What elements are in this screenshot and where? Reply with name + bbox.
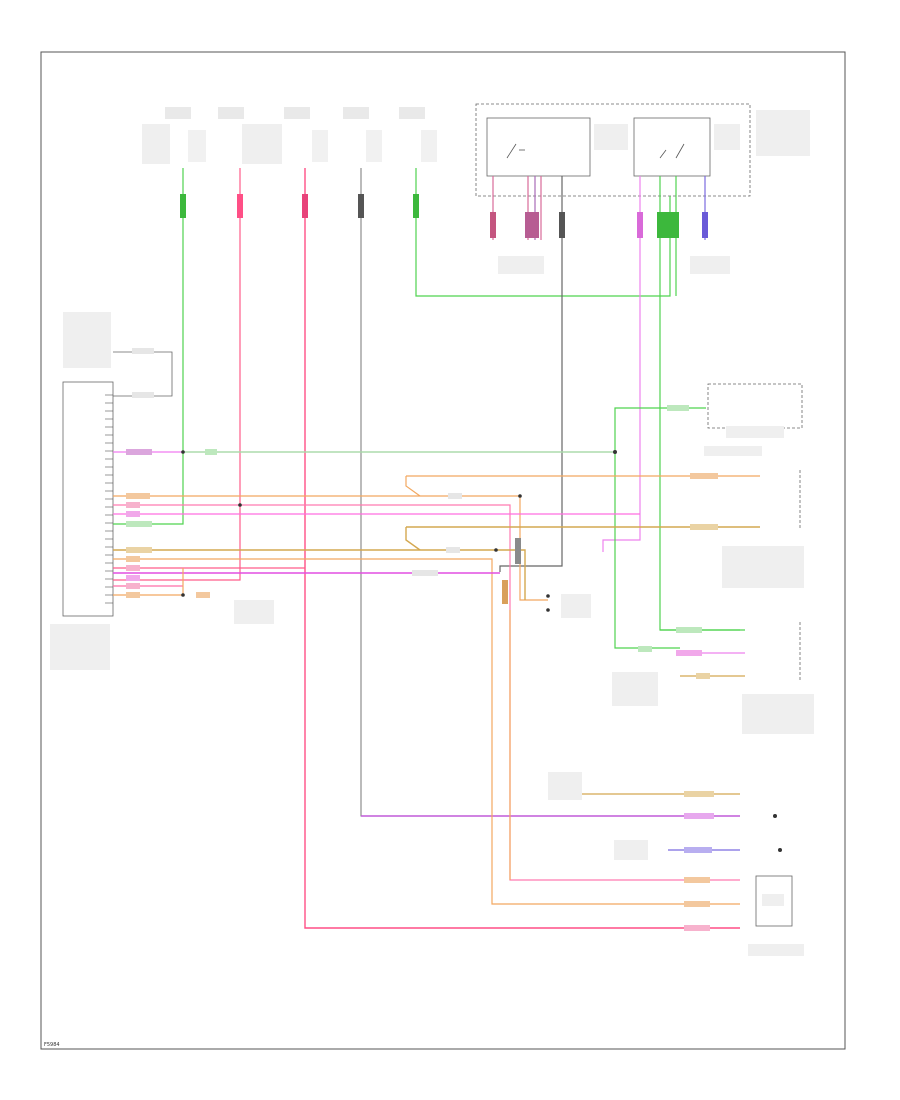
relay1-ground-label — [498, 256, 544, 274]
relay-box — [475, 103, 751, 197]
wire-tan-527 — [405, 526, 760, 551]
sensor-label-lower — [548, 772, 582, 800]
relay1-tag-b — [525, 212, 539, 238]
wire-tan-550 — [113, 549, 526, 600]
wire-green-fuse5 — [415, 168, 671, 297]
instrument-cluster-label — [704, 446, 762, 456]
wire-green-fuse5-tag — [413, 194, 419, 218]
wire-550-label — [126, 547, 152, 553]
wire-550-mid-label — [446, 547, 460, 553]
splice-dots — [181, 450, 550, 612]
wire-orange-upper — [113, 475, 760, 601]
tcm-loop-label-2 — [132, 392, 154, 398]
wire-452-label — [126, 449, 152, 455]
wire-816-label — [684, 813, 714, 819]
wire-496-mid-label — [448, 493, 462, 499]
tcm-pins — [105, 394, 113, 604]
wire-630-label — [676, 627, 702, 633]
relay-1 — [486, 117, 591, 177]
splice-cluster — [613, 450, 617, 454]
wire-573-mid-label — [412, 570, 438, 576]
tcm-bottom-label — [50, 624, 110, 670]
ground-label-lower — [614, 840, 648, 860]
ground-label-left — [234, 600, 274, 624]
wire-green-fuse1 — [113, 168, 184, 525]
relay2-tag-b — [657, 212, 679, 238]
cruise-module-label — [722, 546, 804, 588]
splice-tag-b — [502, 580, 508, 604]
wire-496-label — [126, 493, 150, 499]
wire-hotpink-fuse3 — [304, 168, 740, 929]
wire-cluster-label — [667, 405, 689, 411]
wire-880-label — [684, 877, 710, 883]
relay-box-label — [756, 110, 810, 156]
brake-switch-inner-label — [762, 894, 784, 906]
diagram-frame — [40, 51, 846, 1050]
relay-2 — [633, 117, 711, 177]
wire-514-label — [126, 511, 140, 517]
relay2-pin-wires — [602, 176, 740, 631]
tcm-loop — [113, 351, 173, 397]
wire-577-label — [126, 575, 140, 581]
wire-904-label — [684, 901, 710, 907]
wire-right-630-676 — [660, 629, 745, 677]
relay-1-contact — [506, 143, 525, 159]
wire-pink-fuse2-tag — [237, 194, 243, 218]
relay-2-contact — [659, 143, 685, 159]
relay-2-label — [714, 124, 740, 150]
wire-476-label — [690, 473, 718, 479]
relay2-ground-label — [690, 256, 730, 274]
speed-sensor-label — [742, 694, 814, 734]
wire-505-label — [126, 502, 140, 508]
relay1-tag-a — [490, 212, 496, 238]
figure-code: F5984 — [44, 1042, 60, 1048]
relay2-tag-a — [637, 212, 643, 238]
wire-586-label — [126, 583, 140, 589]
wire-794-label — [684, 791, 714, 797]
wire-559-label — [126, 556, 140, 562]
instrument-cluster-box — [707, 383, 803, 429]
junction-label-mid — [561, 594, 591, 618]
wire-gray-fuse4 — [360, 168, 740, 817]
wire-bottom-794 — [570, 793, 740, 851]
wire-595-label — [126, 592, 140, 598]
wire-524-label — [126, 521, 152, 527]
relay1-tag-c — [559, 212, 565, 238]
wire-452-mid-label — [205, 449, 217, 455]
wire-gray-fuse4-tag — [358, 194, 364, 218]
wire-595-mid-label — [196, 592, 210, 598]
wire-568-label — [126, 565, 140, 571]
wire-676-label — [696, 673, 710, 679]
wire-527-label — [690, 524, 718, 530]
tcm-top-label — [63, 312, 111, 368]
wire-pink-fuse2 — [113, 168, 241, 581]
wire-green-fuse1-tag — [180, 194, 186, 218]
brake-switch-box — [755, 875, 793, 927]
ground-label-right — [612, 672, 658, 706]
wire-648-label — [638, 646, 652, 652]
top-fuse-labels — [142, 107, 437, 164]
relay-1-label — [594, 124, 628, 150]
tcm-loop-label-1 — [132, 348, 154, 354]
wire-850-label — [684, 847, 712, 853]
bottom-right-terminals — [773, 814, 782, 852]
wire-653-label — [676, 650, 702, 656]
relay2-tag-c — [702, 212, 708, 238]
brake-switch-label — [748, 944, 804, 956]
splice-tag-a — [515, 538, 521, 564]
wire-hotpink-fuse3-tag — [302, 194, 308, 218]
wire-928-label — [684, 925, 710, 931]
wire-orange-559 — [113, 558, 740, 905]
wire-orange-595 — [113, 568, 184, 596]
instrument-cluster-inner-label — [726, 426, 784, 438]
